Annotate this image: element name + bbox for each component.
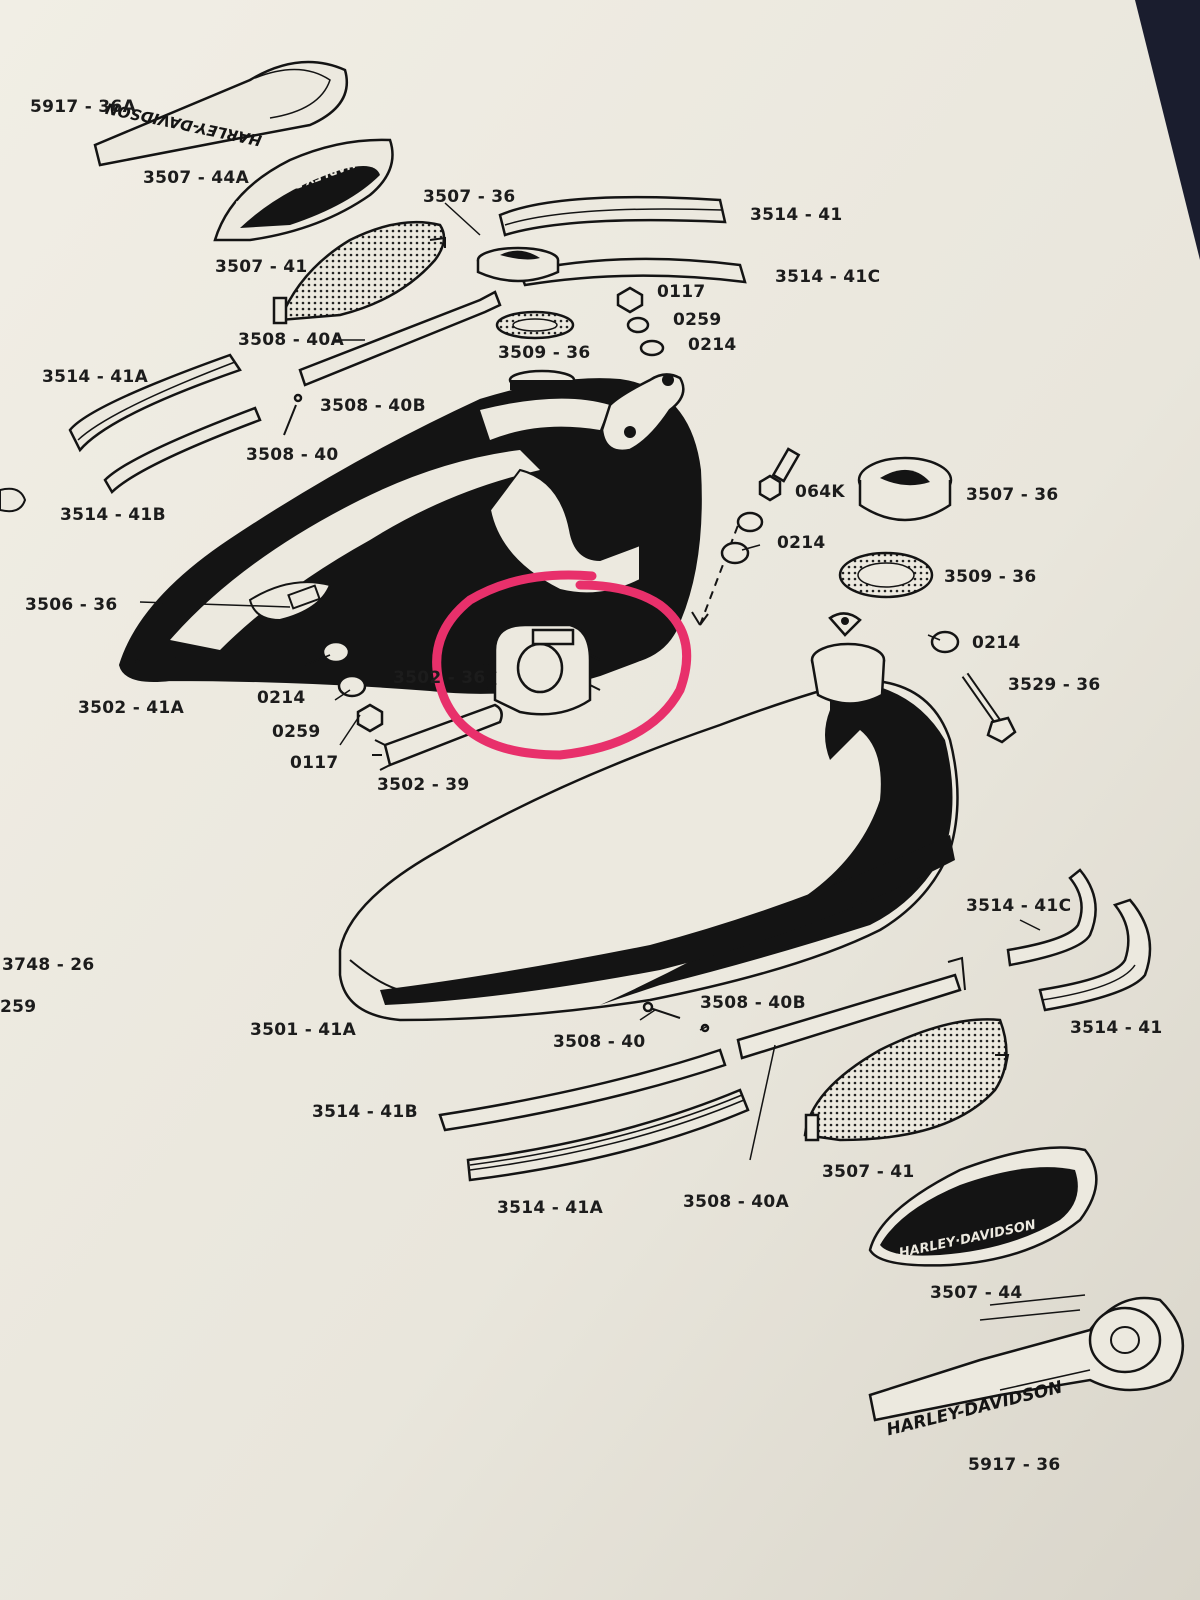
trim-strip-3514-41A-bottom — [466, 1088, 750, 1182]
label-3507-36-right: 3507 - 36 — [966, 485, 1059, 505]
leader-lines — [139, 202, 1041, 1161]
clamp-3502-36 — [483, 623, 601, 716]
label-3509-36-top: 3509 - 36 — [498, 343, 591, 363]
label-0259-top: 0259 — [673, 310, 722, 330]
label-064K: 064K — [795, 482, 845, 502]
label-3502-39: 3502 - 39 — [377, 775, 470, 795]
part-labels: 5917 - 36A 3507 - 44A 3507 - 36 3514 - 4… — [0, 97, 1163, 1475]
label-3509-36-right: 3509 - 36 — [944, 567, 1037, 587]
label-3514-41-top: 3514 - 41 — [750, 205, 843, 225]
label-0117-top: 0117 — [657, 282, 706, 302]
trim-strip-3514-41B-top — [103, 406, 262, 495]
label-0214-right: 0214 — [972, 633, 1021, 653]
label-3506-36: 3506 - 36 — [25, 595, 118, 615]
trim-strip-3514-41C-top — [518, 257, 747, 287]
tube-3502-39 — [372, 703, 503, 771]
label-3508-40B-top: 3508 - 40B — [320, 396, 426, 416]
label-5917-36A: 5917 - 36A — [30, 97, 137, 117]
label-3508-40B-bottom: 3508 - 40B — [700, 993, 806, 1013]
mount-bar-bottom — [736, 956, 966, 1060]
label-3507-36-top: 3507 - 36 — [423, 187, 516, 207]
label-3529-36: 3529 - 36 — [1008, 675, 1101, 695]
label-0214-top: 0214 — [688, 335, 737, 355]
label-3514-41-right: 3514 - 41 — [1070, 1018, 1163, 1038]
label-0214-mid: 0214 — [777, 533, 826, 553]
label-3508-40-bottom: 3508 - 40 — [553, 1032, 646, 1052]
mount-bar-top — [298, 290, 502, 387]
washer-right — [930, 630, 960, 654]
label-3507-44: 3507 - 44 — [930, 1283, 1023, 1303]
label-0259-left: 0259 — [272, 722, 321, 742]
trim-strip-3514-41C-right — [1006, 868, 1097, 967]
fuel-tank-left — [118, 369, 702, 694]
bolt-3529-36 — [961, 672, 1017, 744]
trim-strip-3514-41-right — [1038, 898, 1152, 1012]
label-259-edge: 259 — [0, 997, 36, 1017]
nut-washer-stack-top — [616, 286, 665, 357]
knee-pad-bottom — [803, 1018, 1010, 1142]
label-3502-36: 3502 - 36 — [393, 668, 486, 688]
trim-strip-3514-41-top — [498, 195, 727, 237]
label-3508-40A-bottom: 3508 - 40A — [683, 1192, 790, 1212]
label-3514-41A-top: 3514 - 41A — [42, 367, 149, 387]
trim-strip-3514-41A-top — [68, 353, 242, 453]
tank-panel-top: HARLEY-DAVIDSON — [213, 138, 394, 242]
assembly-arrow-a — [699, 519, 741, 626]
nut-washer-stack-left — [321, 640, 384, 733]
label-3507-44A: 3507 - 44A — [143, 168, 250, 188]
filler-cap-right — [857, 456, 953, 522]
label-3514-41B-top: 3514 - 41B — [60, 505, 166, 525]
label-3508-40A-top: 3508 - 40A — [238, 330, 345, 350]
trim-strip-3514-41B-bottom — [438, 1048, 727, 1132]
label-3508-40-top: 3508 - 40 — [246, 445, 339, 465]
label-3501-41A: 3501 - 41A — [250, 1020, 357, 1040]
highlight-circle — [432, 570, 692, 760]
knee-pad-top — [272, 220, 446, 325]
label-3507-41-bottom: 3507 - 41 — [822, 1162, 915, 1182]
label-3514-41C-right: 3514 - 41C — [966, 896, 1071, 916]
filler-cap-top — [476, 246, 560, 283]
tank-panel-bottom: HARLEY·DAVIDSON — [868, 1146, 1098, 1267]
label-3514-41C-top: 3514 - 41C — [775, 267, 880, 287]
fuel-tank-right — [338, 612, 959, 1022]
label-3507-41-top: 3507 - 41 — [215, 257, 308, 277]
label-0214-left: 0214 — [257, 688, 306, 708]
screw-top — [283, 393, 303, 436]
label-3514-41B-bottom: 3514 - 41B — [312, 1102, 418, 1122]
edge-fragment — [0, 487, 27, 513]
label-0117-left: 0117 — [290, 753, 339, 773]
hardware-064K — [720, 447, 801, 565]
label-3514-41A-bottom: 3514 - 41A — [497, 1198, 604, 1218]
label-5917-36: 5917 - 36 — [968, 1455, 1061, 1475]
label-3748-26: 3748 - 26 — [2, 955, 95, 975]
label-3502-41A: 3502 - 41A — [78, 698, 185, 718]
